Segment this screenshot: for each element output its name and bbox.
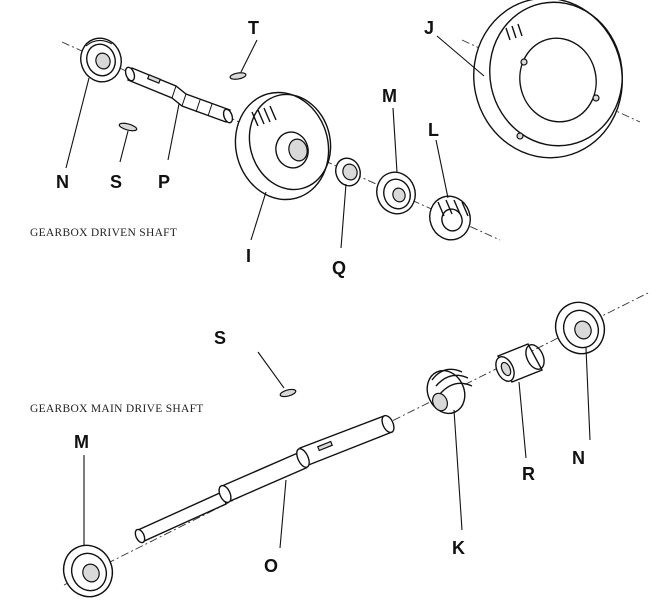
caption-driven-shaft: GEARBOX DRIVEN SHAFT: [30, 227, 177, 239]
bearing-n-top: [80, 37, 122, 83]
gear-j: [473, 0, 623, 159]
key-s-top: [118, 122, 138, 132]
driven-shaft-p: [124, 66, 234, 124]
label-n-bottom: N: [572, 448, 585, 468]
part-labels: T J M L N S P I Q S M N R K O: [56, 18, 585, 576]
bearing-n-bottom: [554, 301, 606, 355]
sleeve-r: [495, 343, 545, 383]
label-l: L: [428, 120, 439, 140]
label-k: K: [452, 538, 465, 558]
worm-k: [426, 368, 473, 415]
label-t: T: [248, 18, 259, 38]
key-t: [229, 72, 247, 80]
caption-main-drive-shaft: GEARBOX MAIN DRIVE SHAFT: [30, 403, 204, 415]
label-s-top: S: [110, 172, 122, 192]
label-n-top: N: [56, 172, 69, 192]
bushing-q: [335, 157, 361, 187]
driven-shaft-assembly: [61, 0, 641, 249]
bearing-m-bottom: [62, 544, 114, 598]
key-s-bottom: [279, 388, 297, 398]
label-i: I: [246, 246, 251, 266]
main-drive-shaft-o: [134, 414, 395, 544]
label-s-bottom: S: [214, 328, 226, 348]
worm-l: [429, 195, 471, 241]
label-q: Q: [332, 258, 346, 278]
label-p: P: [158, 172, 170, 192]
label-m-bottom: M: [74, 432, 89, 452]
label-o: O: [264, 556, 278, 576]
label-j: J: [424, 18, 434, 38]
label-r: R: [522, 464, 535, 484]
worm-gear-i: [234, 91, 332, 201]
label-m-top: M: [382, 86, 397, 106]
main-drive-shaft-assembly: [62, 291, 651, 598]
bearing-m-top: [376, 171, 416, 215]
